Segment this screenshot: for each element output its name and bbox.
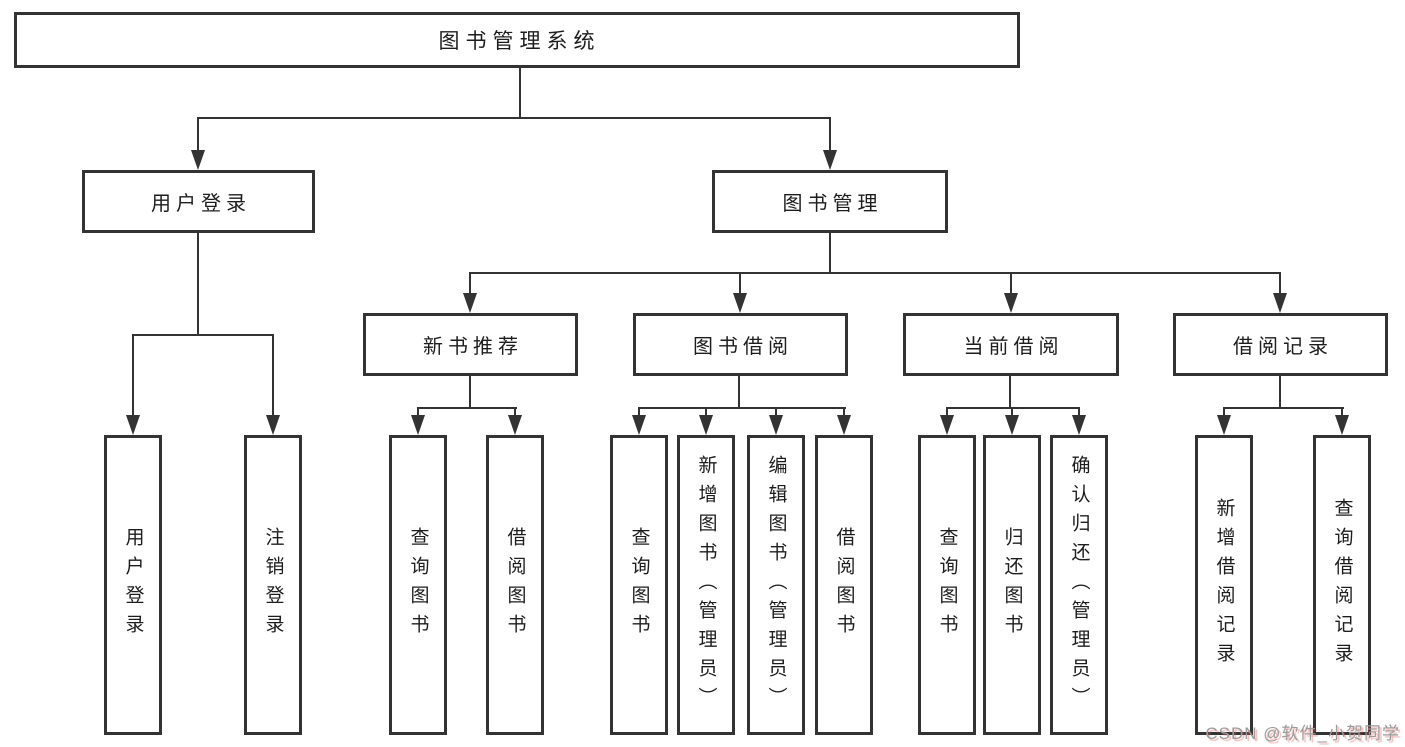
leaf-label: 查询图书 bbox=[628, 527, 650, 643]
connector-line bbox=[417, 407, 517, 409]
leaf-label: 查询图书 bbox=[407, 527, 429, 643]
connector-line bbox=[1279, 272, 1281, 295]
connector-line bbox=[417, 407, 419, 417]
arrowhead-down-icon bbox=[769, 415, 783, 435]
leaf-borrow-book-recommend: 借阅图书 bbox=[486, 435, 544, 735]
leaf-query-borrow-record: 查询借阅记录 bbox=[1313, 435, 1371, 735]
arrowhead-down-icon bbox=[508, 415, 522, 435]
connector-line bbox=[946, 407, 948, 417]
connector-line bbox=[738, 375, 740, 409]
node-user-login: 用户登录 bbox=[82, 170, 315, 233]
connector-line bbox=[1341, 407, 1343, 417]
node-new-book-recommend: 新书推荐 bbox=[363, 313, 578, 376]
arrowhead-down-icon bbox=[463, 293, 477, 313]
leaf-label: 查询图书 bbox=[936, 527, 958, 643]
connector-line bbox=[1009, 375, 1011, 409]
connector-line bbox=[829, 117, 831, 152]
arrowhead-down-icon bbox=[1072, 415, 1086, 435]
connector-line bbox=[1223, 407, 1344, 409]
connector-line bbox=[638, 407, 640, 417]
connector-line bbox=[1279, 375, 1281, 409]
leaf-label: 新增借阅记录 bbox=[1213, 498, 1235, 672]
connector-line bbox=[1010, 272, 1012, 295]
leaf-label: 归还图书 bbox=[1001, 527, 1023, 643]
node-borrow-records: 借阅记录 bbox=[1173, 313, 1388, 376]
leaf-label: 借阅图书 bbox=[833, 527, 855, 643]
connector-line bbox=[829, 232, 831, 274]
arrowhead-down-icon bbox=[266, 415, 280, 435]
leaf-label: 查询借阅记录 bbox=[1331, 498, 1353, 672]
connector-line bbox=[197, 117, 199, 152]
connector-line bbox=[638, 407, 846, 409]
connector-line bbox=[1078, 407, 1080, 417]
node-root-system: 图书管理系统 bbox=[14, 12, 1020, 68]
arrowhead-down-icon bbox=[699, 415, 713, 435]
connector-line bbox=[469, 375, 471, 409]
connector-line bbox=[132, 334, 274, 336]
arrowhead-down-icon bbox=[837, 415, 851, 435]
leaf-return-book: 归还图书 bbox=[983, 435, 1041, 735]
connector-line bbox=[946, 407, 1080, 409]
arrowhead-down-icon bbox=[1004, 293, 1018, 313]
arrowhead-down-icon bbox=[632, 415, 646, 435]
arrowhead-down-icon bbox=[940, 415, 954, 435]
csdn-watermark: CSDN @软件_小贺同学 bbox=[1205, 724, 1400, 743]
connector-line bbox=[469, 272, 1281, 274]
connector-line bbox=[739, 272, 741, 295]
connector-line bbox=[272, 334, 274, 417]
connector-line bbox=[1223, 407, 1225, 417]
connector-line bbox=[775, 407, 777, 417]
leaf-query-book-borrow: 查询图书 bbox=[610, 435, 668, 735]
leaf-query-book-recommend: 查询图书 bbox=[389, 435, 447, 735]
leaf-label: 借阅图书 bbox=[504, 527, 526, 643]
connector-line bbox=[514, 407, 516, 417]
leaf-edit-book-admin: 编辑图书（管理员） bbox=[747, 435, 805, 735]
arrowhead-down-icon bbox=[191, 150, 205, 170]
connector-line bbox=[1011, 407, 1013, 417]
leaf-add-borrow-record: 新增借阅记录 bbox=[1195, 435, 1253, 735]
connector-line bbox=[469, 272, 471, 295]
leaf-label: 编辑图书（管理员） bbox=[765, 454, 787, 716]
connector-line bbox=[843, 407, 845, 417]
leaf-label: 用户登录 bbox=[122, 527, 144, 643]
arrowhead-down-icon bbox=[1273, 293, 1287, 313]
node-book-management: 图书管理 bbox=[712, 170, 948, 233]
leaf-confirm-return-admin: 确认归还（管理员） bbox=[1050, 435, 1108, 735]
connector-line bbox=[132, 334, 134, 417]
leaf-query-book-current: 查询图书 bbox=[918, 435, 976, 735]
arrowhead-down-icon bbox=[733, 293, 747, 313]
arrowhead-down-icon bbox=[1217, 415, 1231, 435]
arrowhead-down-icon bbox=[823, 150, 837, 170]
leaf-add-book-admin: 新增图书（管理员） bbox=[677, 435, 735, 735]
leaf-user-login: 用户登录 bbox=[104, 435, 162, 735]
leaf-label: 注销登录 bbox=[262, 527, 284, 643]
connector-line bbox=[705, 407, 707, 417]
node-book-borrow: 图书借阅 bbox=[633, 313, 848, 376]
leaf-borrow-book: 借阅图书 bbox=[815, 435, 873, 735]
leaf-label: 新增图书（管理员） bbox=[695, 454, 717, 716]
arrowhead-down-icon bbox=[126, 415, 140, 435]
connector-line bbox=[197, 232, 199, 336]
node-current-borrow: 当前借阅 bbox=[903, 313, 1119, 376]
leaf-logout: 注销登录 bbox=[244, 435, 302, 735]
arrowhead-down-icon bbox=[1335, 415, 1349, 435]
leaf-label: 确认归还（管理员） bbox=[1068, 454, 1090, 716]
connector-line bbox=[197, 117, 831, 119]
connector-line bbox=[519, 66, 521, 118]
arrowhead-down-icon bbox=[411, 415, 425, 435]
arrowhead-down-icon bbox=[1005, 415, 1019, 435]
